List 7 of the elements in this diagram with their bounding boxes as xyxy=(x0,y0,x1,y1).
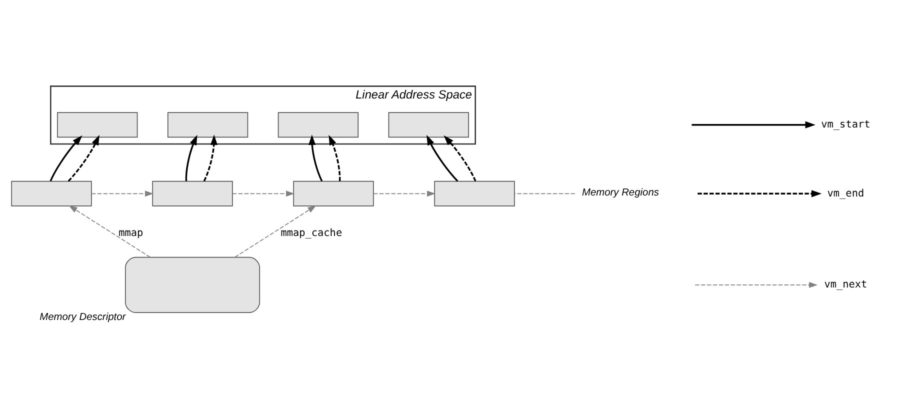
edge-label: mmap_cache xyxy=(280,228,342,239)
legend-label: vm_start xyxy=(821,119,870,130)
node-label: Memory Descriptor xyxy=(40,312,126,323)
node-text: Memory Regions xyxy=(582,187,659,198)
edge-label: mmap xyxy=(118,228,144,239)
legend-label: vm_next xyxy=(824,280,868,291)
legend-label: vm_end xyxy=(827,188,864,200)
